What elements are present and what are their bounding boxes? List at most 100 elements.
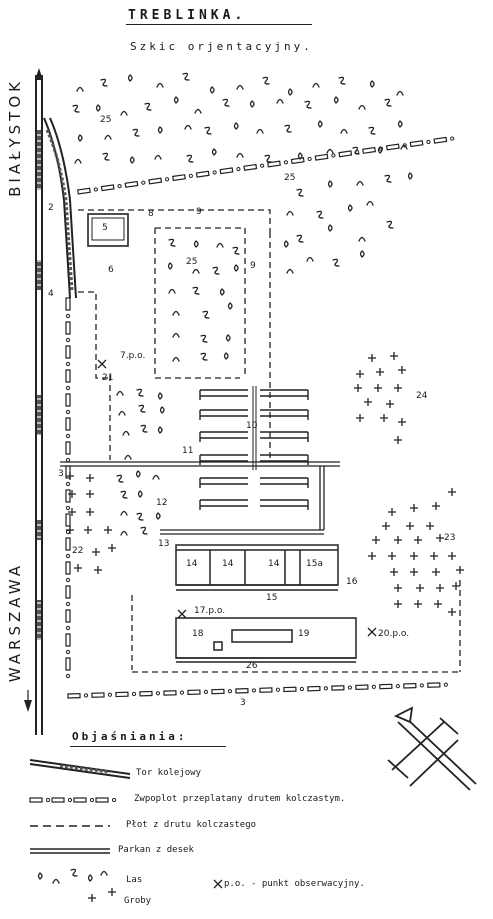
- label-15a: 15a: [306, 559, 323, 569]
- forest-mark: [340, 128, 348, 134]
- forest-mark: [140, 526, 148, 535]
- legend-title: Objaśniania:: [72, 730, 188, 743]
- legend-double-fence: Zwpoplot przeplatany drutem kolczastym.: [134, 794, 346, 804]
- grave-mark: [414, 536, 422, 544]
- direction-label-north: BIAŁYSTOK: [6, 78, 24, 197]
- forest-mark: [232, 246, 240, 255]
- observation-points: [97, 359, 377, 889]
- fence-segment: [65, 585, 71, 607]
- fence-segment: [172, 173, 194, 182]
- label-17: 17.p.o.: [194, 606, 225, 616]
- forest-mark: [347, 204, 353, 212]
- forest-mark: [338, 76, 346, 85]
- forest-mark: [356, 180, 364, 186]
- grave-mark: [394, 436, 402, 444]
- fence-segment: [67, 692, 89, 699]
- forest-mark: [116, 474, 124, 483]
- fence-segment: [243, 162, 265, 171]
- grave-mark: [394, 536, 402, 544]
- grave-mark: [92, 548, 100, 556]
- forest-mark: [124, 454, 132, 460]
- forest-mark: [264, 154, 272, 163]
- grave-mark: [390, 568, 398, 576]
- forest-mark: [386, 220, 394, 229]
- legend-wire-fence: Płot z drutu kolczastego: [126, 820, 257, 830]
- forest-mark: [276, 98, 284, 104]
- forest-mark: [326, 148, 334, 154]
- forest-mark: [352, 146, 360, 155]
- label-10: 10: [246, 421, 258, 431]
- forest-mark: [284, 124, 292, 133]
- grave-mark: [86, 508, 94, 516]
- forest-mark: [202, 310, 210, 319]
- grave-mark: [448, 488, 456, 496]
- forest-mark: [216, 242, 224, 248]
- grave-mark: [68, 508, 76, 516]
- grave-mark: [368, 354, 376, 362]
- fence-segment: [95, 797, 117, 803]
- forest-mark: [186, 154, 194, 163]
- forest-mark: [152, 474, 160, 480]
- grave-mark: [388, 508, 396, 516]
- forest-mark: [223, 352, 229, 360]
- label-23: 23: [444, 533, 455, 543]
- grave-mark: [88, 894, 96, 902]
- grave-mark: [410, 504, 418, 512]
- fence-segment: [409, 139, 431, 148]
- fence-segment: [307, 685, 329, 692]
- label-25b: 25: [284, 173, 295, 183]
- fence-segment: [403, 682, 425, 689]
- label-21: 21: [102, 373, 113, 383]
- forest-mark: [157, 392, 163, 400]
- forest-mark: [37, 872, 43, 880]
- forest-mark: [192, 268, 200, 274]
- fence-segment: [65, 537, 71, 559]
- fence-segment: [379, 683, 401, 690]
- forest-mark: [384, 174, 392, 183]
- label-19: 19: [298, 629, 310, 639]
- grave-mark: [416, 584, 424, 592]
- fence-segment: [355, 684, 377, 691]
- forest-mark: [136, 512, 144, 521]
- label-18: 18: [192, 629, 204, 639]
- grave-mark: [426, 522, 434, 530]
- fence-segment: [195, 169, 218, 178]
- label-9b: 9: [250, 261, 256, 271]
- forest-mark: [72, 104, 80, 113]
- label-2: 2: [48, 203, 54, 213]
- grave-mark: [376, 368, 384, 376]
- plank-fence-middle: [60, 461, 340, 535]
- forest-mark: [368, 126, 376, 135]
- railway-main: [35, 75, 43, 735]
- label-15: 15: [266, 593, 277, 603]
- label-14b: 14: [222, 559, 234, 569]
- label-8: 8: [148, 209, 154, 219]
- grave-mark: [382, 522, 390, 530]
- forest-mark: [286, 210, 294, 216]
- forest-mark: [172, 356, 180, 362]
- legend-symbols: [29, 759, 131, 854]
- label-25a: 25: [100, 115, 111, 125]
- fence-segment: [65, 633, 71, 655]
- forest-mark: [316, 210, 324, 219]
- fence-segment: [65, 321, 71, 343]
- label-9a: 9: [196, 207, 202, 217]
- forest-mark: [225, 334, 231, 342]
- forest-mark: [168, 238, 176, 247]
- forest-mark: [233, 264, 239, 272]
- forest-mark: [397, 120, 403, 128]
- forest-mark: [359, 250, 365, 258]
- fence-segment: [77, 186, 99, 195]
- forest-mark: [256, 128, 264, 134]
- grave-marks: [66, 352, 464, 902]
- fence-segment: [385, 142, 408, 151]
- forest-mark: [168, 288, 176, 294]
- legend-railway: Tor kolejowy: [136, 768, 202, 778]
- grave-mark: [356, 370, 364, 378]
- forest-mark: [236, 84, 244, 90]
- legend-observation: p.o. - punkt obserwacyjny.: [224, 879, 365, 889]
- fence-segment: [65, 489, 71, 511]
- grave-mark: [108, 544, 116, 552]
- forest-mark: [400, 144, 408, 150]
